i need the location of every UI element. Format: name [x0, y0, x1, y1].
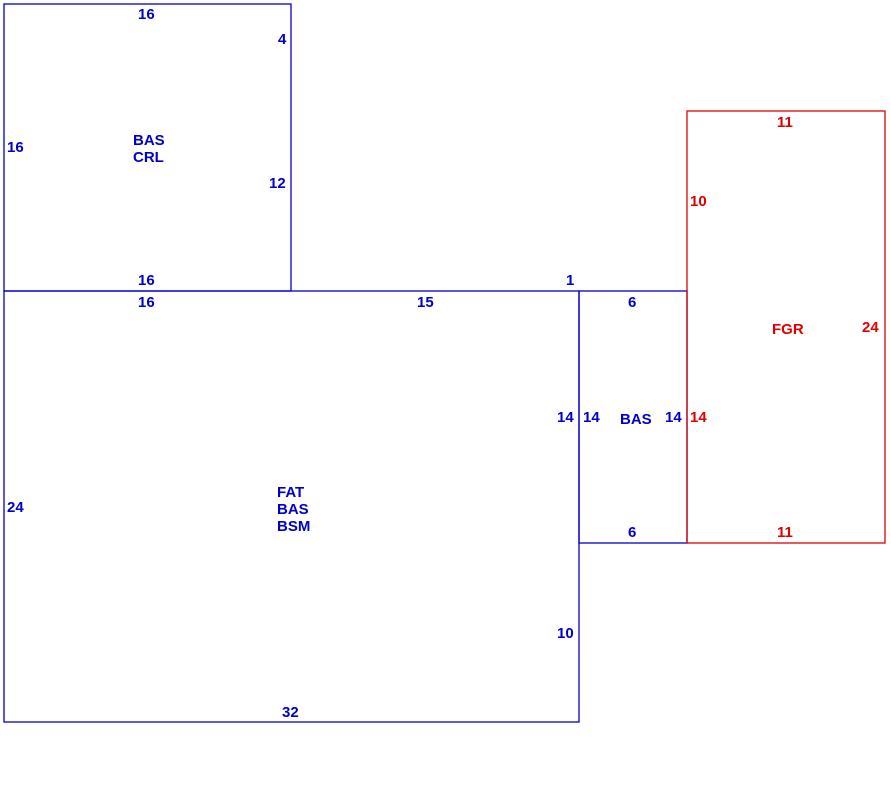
upper-left-label-1: BAS: [133, 132, 165, 149]
garage-dim-bottom: 11: [777, 524, 793, 541]
garage-area-outline: [686, 110, 886, 544]
upper-left-dim-left: 16: [7, 139, 24, 156]
main-dim-right-upper: 14: [557, 409, 574, 426]
main-dim-left: 24: [7, 499, 24, 516]
main-dim-top-left: 16: [138, 294, 155, 311]
main-dim-top-mid: 15: [417, 294, 434, 311]
main-label-1: FAT: [277, 484, 304, 501]
upper-left-label-2: CRL: [133, 149, 164, 166]
small-dim-left: 14: [583, 409, 600, 426]
upper-left-dim-bottom: 16: [138, 272, 155, 289]
main-label-2: BAS: [277, 501, 309, 518]
garage-dim-right: 24: [862, 319, 879, 336]
upper-left-dim-top: 16: [138, 6, 155, 23]
garage-label: FGR: [772, 321, 804, 338]
small-dim-top: 6: [628, 294, 636, 311]
small-dim-bottom: 6: [628, 524, 636, 541]
main-dim-top-right: 1: [566, 272, 574, 289]
main-label-3: BSM: [277, 518, 310, 535]
main-dim-bottom: 32: [282, 704, 299, 721]
small-label: BAS: [620, 411, 652, 428]
small-dim-right: 14: [665, 409, 682, 426]
garage-dim-left-upper: 10: [690, 193, 707, 210]
main-dim-right-lower: 10: [557, 625, 574, 642]
upper-left-dim-right-lower: 12: [269, 175, 286, 192]
upper-left-dim-right-upper: 4: [278, 31, 287, 48]
garage-dim-top: 11: [777, 114, 793, 131]
garage-dim-left-lower: 14: [690, 409, 707, 426]
